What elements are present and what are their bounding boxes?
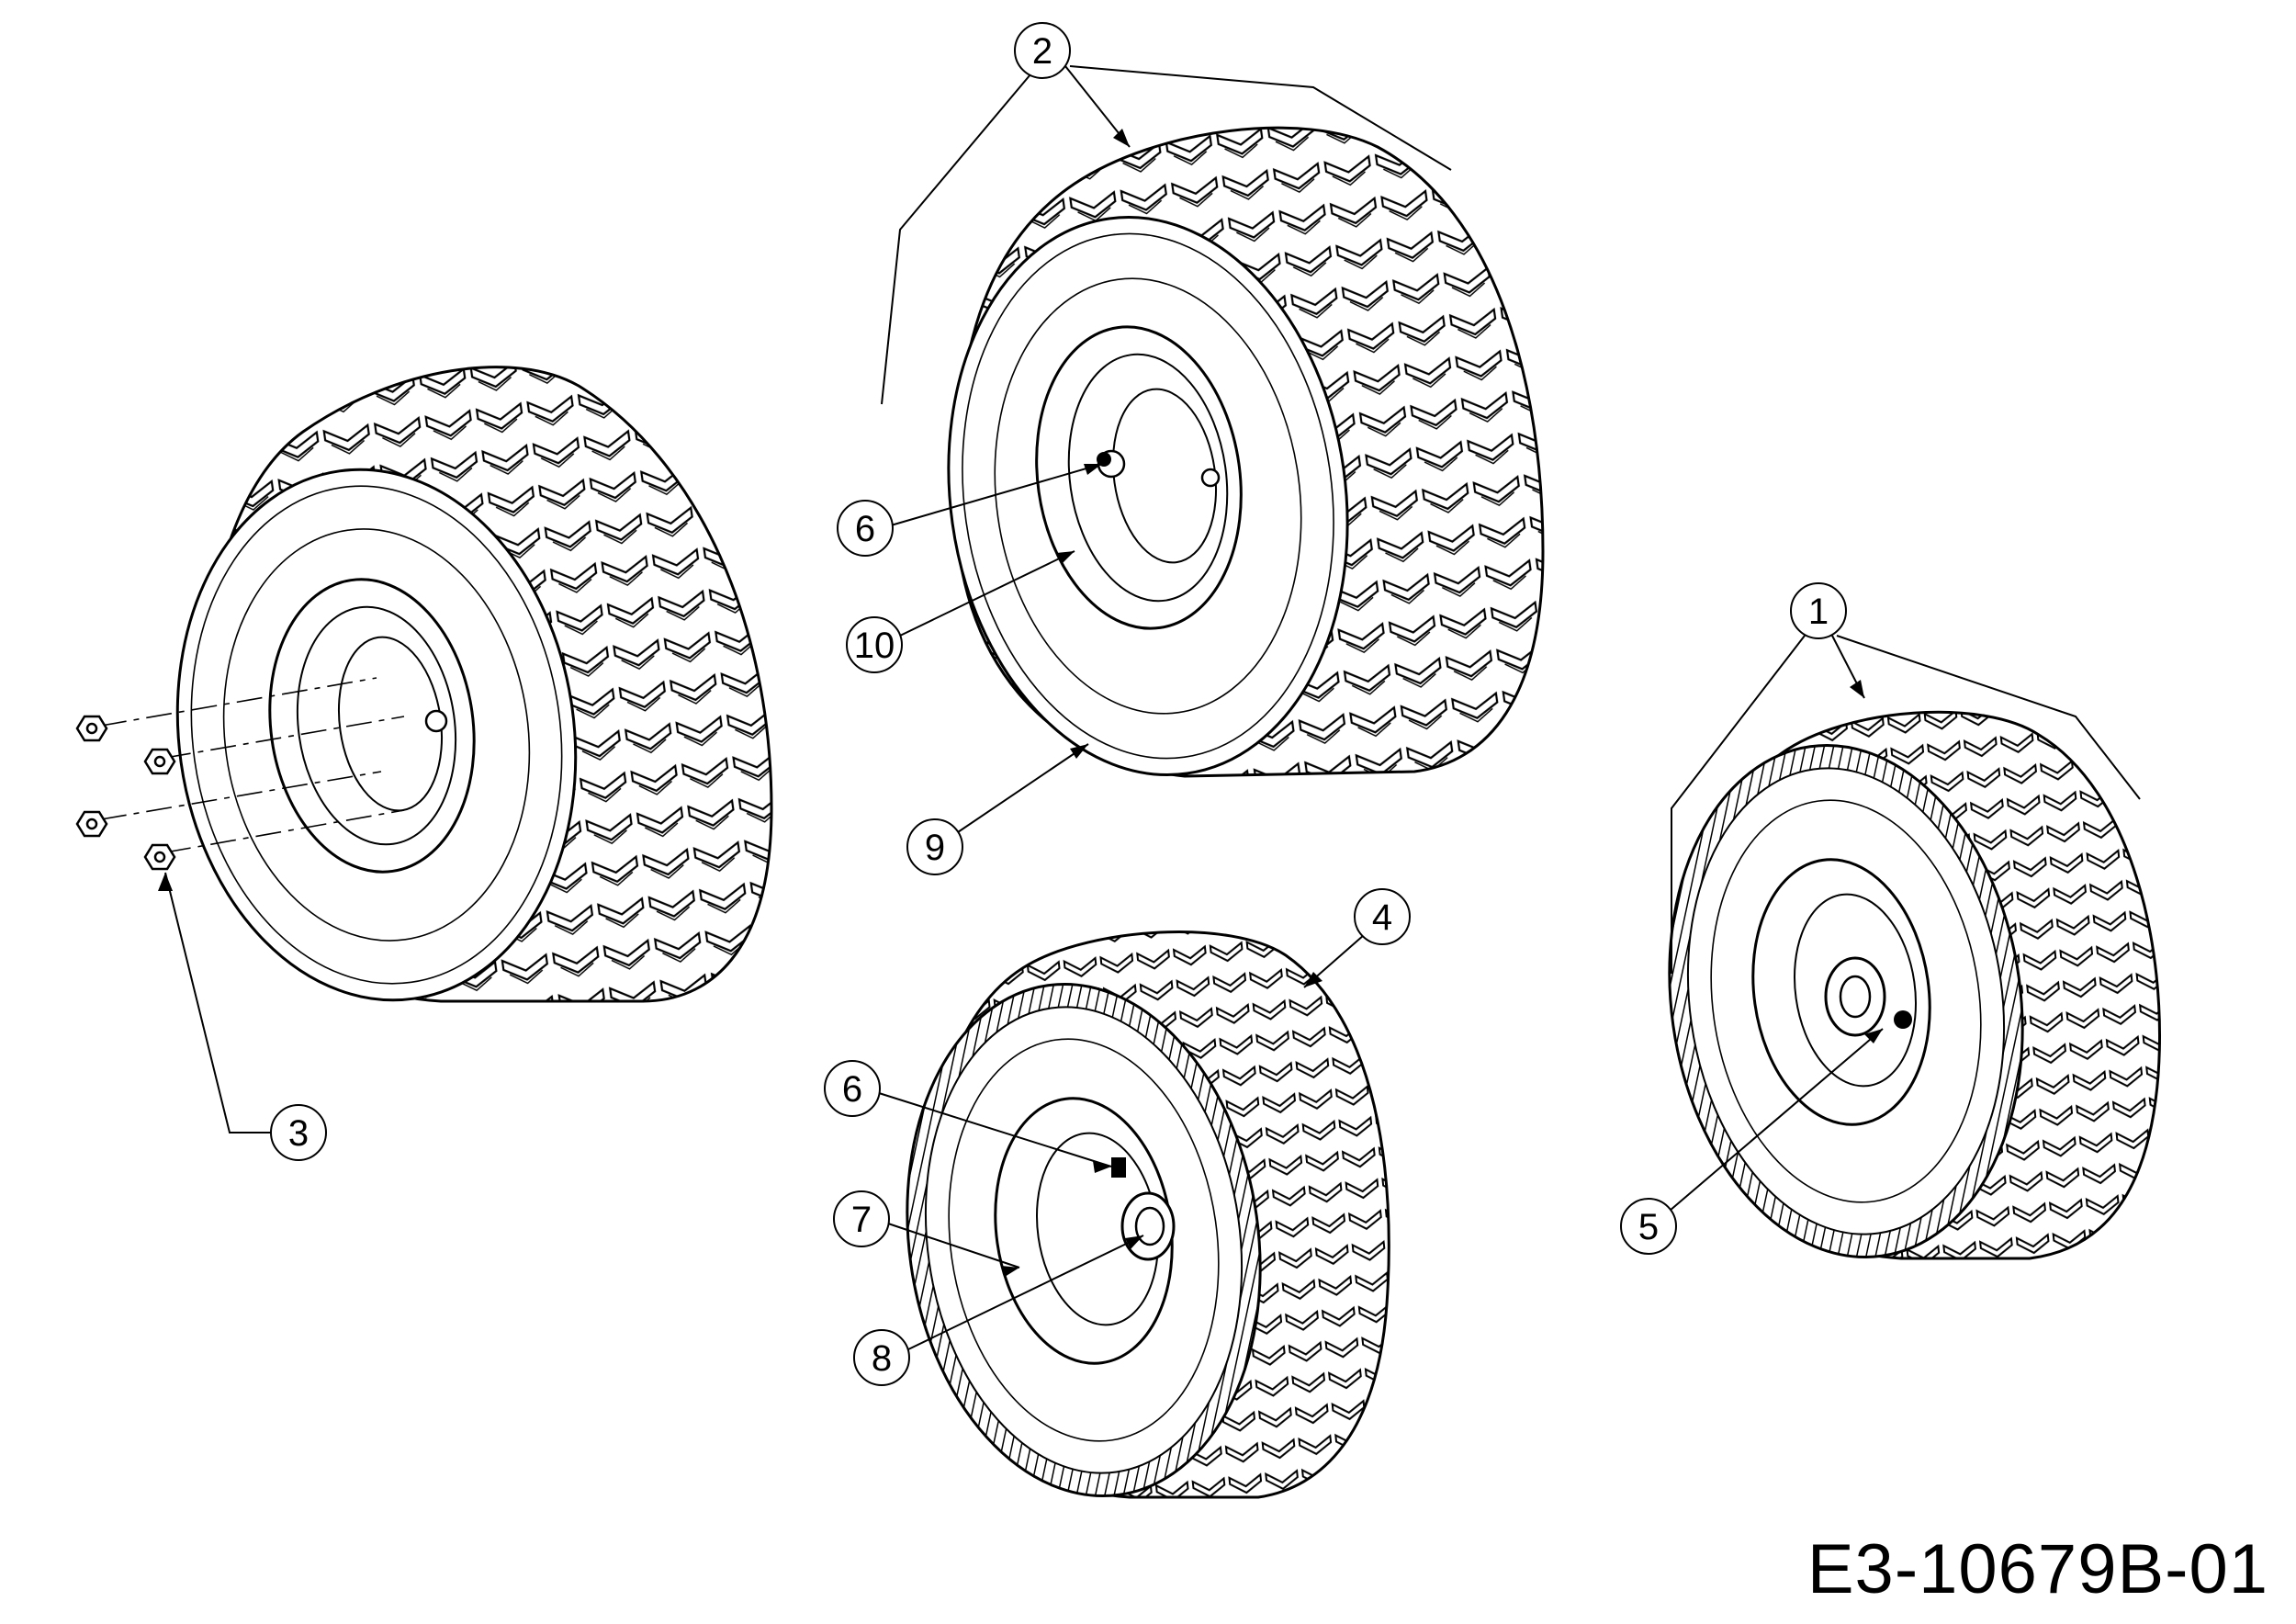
callout-label: 5: [1638, 1207, 1659, 1247]
leader-lines: [164, 62, 2141, 1351]
hub-bolt: [1894, 1010, 1912, 1029]
callout-6: 6: [837, 500, 894, 557]
callout-label: 7: [851, 1200, 872, 1240]
callout-1: 1: [1790, 582, 1847, 639]
callout-6: 6: [824, 1060, 881, 1117]
callout-label: 2: [1032, 31, 1052, 72]
callout-label: 6: [842, 1069, 862, 1110]
callout-label: 10: [854, 626, 895, 666]
rear-wheel-right: [947, 126, 1545, 778]
callout-7: 7: [833, 1190, 890, 1247]
callout-label: 3: [288, 1113, 309, 1154]
callout-5: 5: [1620, 1198, 1677, 1255]
drawing-code: E3-10679B-01: [1806, 1530, 2268, 1608]
leader-arrowheads: [158, 129, 1883, 1277]
callout-9: 9: [906, 818, 963, 875]
callout-3: 3: [270, 1104, 327, 1161]
valve-stem: [1111, 1157, 1126, 1178]
callout-label: 1: [1808, 592, 1829, 632]
lug-nuts: [75, 715, 176, 871]
callout-label: 8: [872, 1338, 892, 1379]
callout-8: 8: [853, 1329, 910, 1386]
callout-2: 2: [1014, 22, 1071, 79]
callout-4: 4: [1354, 888, 1411, 945]
front-wheel-left: [906, 930, 1390, 1499]
wheel-rim: [1035, 325, 1243, 630]
callout-label: 6: [855, 509, 875, 549]
wheel-stud: [1200, 468, 1221, 488]
callout-label: 4: [1372, 897, 1392, 938]
wheel-stud: [424, 709, 448, 733]
callout-10: 10: [846, 616, 903, 673]
callout-label: 9: [925, 828, 945, 868]
rear-wheel-left: [75, 366, 773, 1003]
front-wheel-right: [1668, 710, 2161, 1260]
